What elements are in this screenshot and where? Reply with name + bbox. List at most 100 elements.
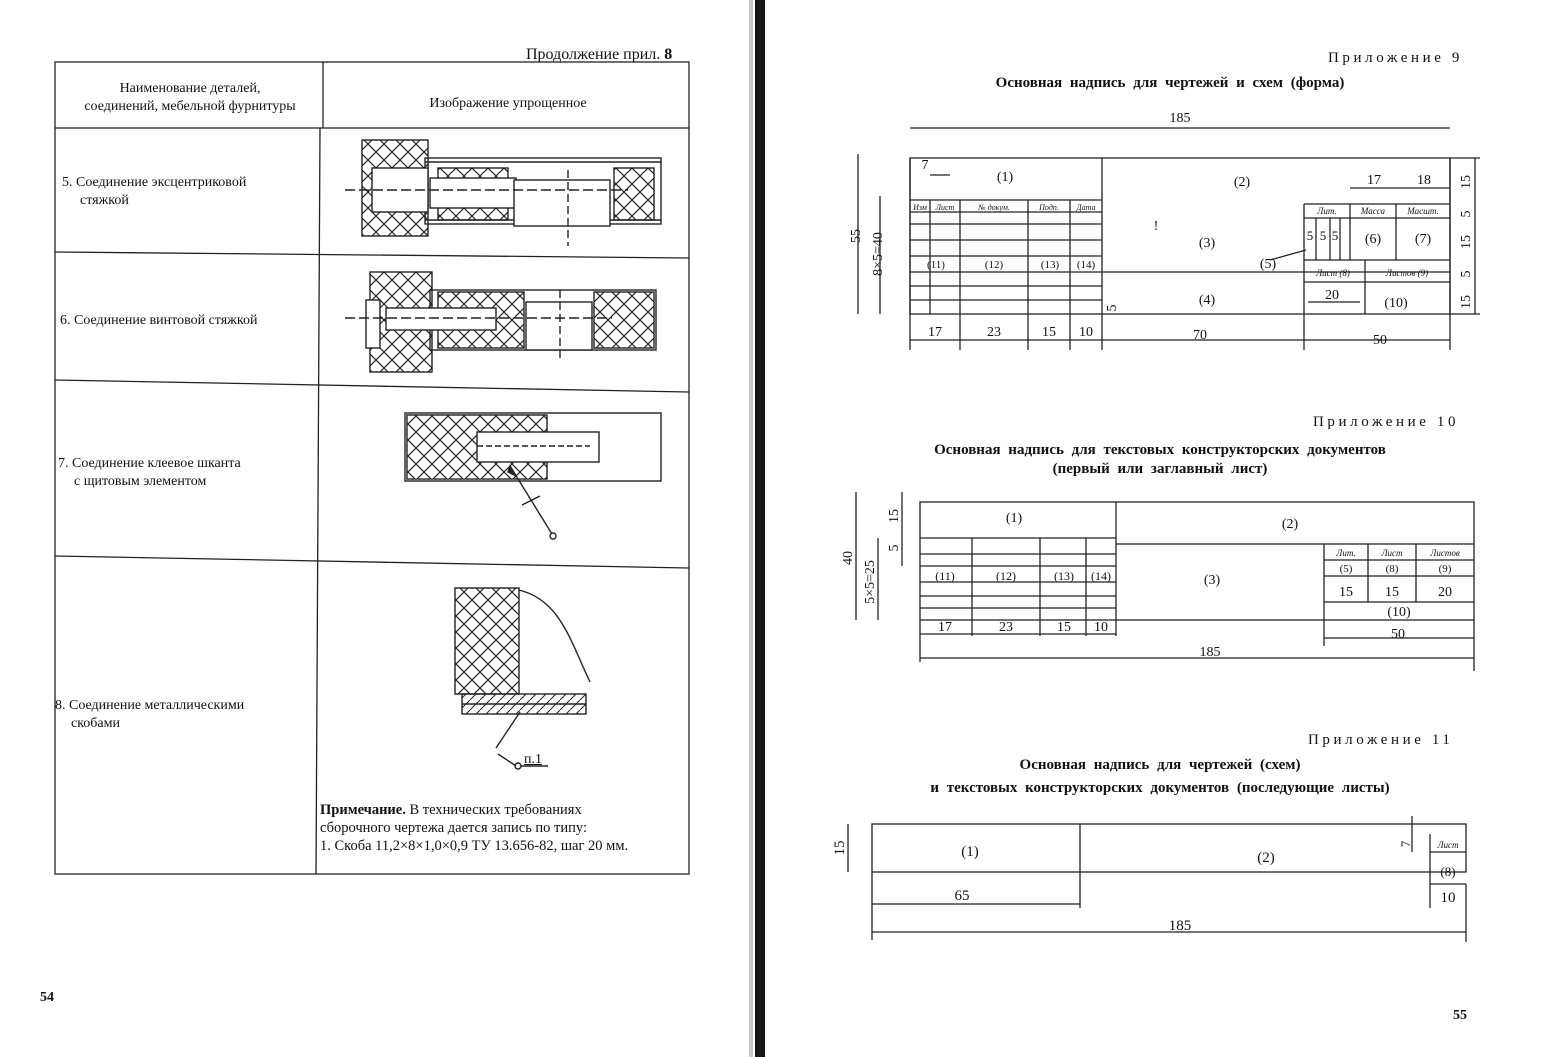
mark-label: п.1 (524, 752, 542, 767)
row-label-5: 5. Соединение эксцентриковой стяжкой (62, 175, 247, 208)
table-header-col2: Изображение упрощенное (429, 96, 587, 111)
svg-text:(13): (13) (1041, 259, 1060, 271)
svg-text:23: 23 (987, 325, 1001, 340)
svg-text:5: 5 (1332, 228, 1339, 243)
svg-text:65: 65 (955, 888, 970, 904)
svg-text:(7): (7) (1415, 232, 1432, 247)
page-number-right: 55 (1453, 1008, 1467, 1023)
svg-text:5×5=25: 5×5=25 (863, 560, 878, 604)
appendix-11-drawing: (1) (2) Лист (8) 10 65 185 15 7 (832, 816, 1467, 942)
svg-text:(14): (14) (1091, 569, 1111, 583)
drawing-eccentric-coupling (345, 139, 662, 246)
appendix-10-caption-1: Основная надпись для текстовых конструкт… (934, 442, 1386, 458)
svg-text:20: 20 (1325, 288, 1339, 303)
appendix-10-title: Приложение 10 (1313, 414, 1460, 430)
svg-text:8×5=40: 8×5=40 (871, 232, 886, 276)
svg-text:15: 15 (1042, 325, 1056, 340)
svg-text:(14): (14) (1077, 259, 1096, 271)
svg-text:7: 7 (1398, 840, 1413, 847)
svg-text:(5): (5) (1340, 563, 1353, 575)
svg-text:(6): (6) (1365, 232, 1382, 247)
page-gutter-shadow (749, 0, 753, 1057)
appendix-11-caption-1: Основная надпись для чертежей (схем) (1019, 757, 1301, 773)
svg-text:10: 10 (1079, 325, 1093, 340)
svg-text:40: 40 (841, 551, 856, 565)
svg-text:(3): (3) (1199, 236, 1216, 251)
appendix-9-title: Приложение 9 (1328, 50, 1463, 66)
left-table-grid (54, 61, 690, 875)
svg-text:15: 15 (1459, 295, 1474, 309)
svg-text:(1): (1) (961, 844, 979, 860)
appendix-9-caption: Основная надпись для чертежей и схем (фо… (995, 75, 1345, 91)
row-label-7: 7. Соединение клеевое шканта с щитовым э… (58, 456, 241, 489)
svg-text:18: 18 (1417, 173, 1431, 188)
svg-text:(4): (4) (1199, 293, 1216, 308)
svg-text:10: 10 (1094, 620, 1108, 635)
note-block: Примечание. В технических требованиях сб… (320, 802, 629, 854)
svg-text:Дата: Дата (1076, 203, 1096, 212)
svg-text:№ докум.: № докум. (977, 203, 1010, 212)
svg-text:Масса: Масса (1360, 206, 1386, 216)
svg-text:(3): (3) (1204, 573, 1221, 588)
svg-text:5: 5 (1105, 305, 1120, 312)
row-label-8: 8. Соединение металлическими скобами (55, 698, 245, 731)
svg-text:(2): (2) (1234, 175, 1251, 190)
svg-text:15: 15 (1385, 585, 1399, 600)
svg-text:50: 50 (1391, 627, 1405, 642)
svg-text:(12): (12) (996, 569, 1016, 583)
svg-text:(2): (2) (1282, 517, 1299, 532)
svg-text:Лист: Лист (935, 203, 955, 212)
svg-text:Листов (9): Листов (9) (1385, 268, 1428, 278)
svg-text:7: 7 (922, 158, 929, 173)
svg-text:15: 15 (832, 841, 848, 856)
svg-text:(1): (1) (997, 170, 1014, 185)
svg-text:17: 17 (1367, 173, 1381, 188)
svg-text:(10): (10) (1384, 296, 1408, 311)
svg-text:5: 5 (1307, 228, 1314, 243)
svg-text:Лист: Лист (1380, 548, 1403, 558)
svg-text:(9): (9) (1439, 563, 1452, 575)
svg-text:17: 17 (938, 620, 952, 635)
svg-text:70: 70 (1193, 328, 1207, 343)
svg-text:23: 23 (999, 620, 1013, 635)
svg-text:(2): (2) (1257, 850, 1275, 866)
svg-text:Лит.: Лит. (1335, 548, 1355, 558)
svg-text:Лит.: Лит. (1316, 206, 1336, 216)
appendix-11-caption-2: и текстовых конструкторских документов (… (930, 780, 1390, 796)
svg-text:Изм: Изм (912, 203, 927, 212)
svg-text:5: 5 (1459, 271, 1474, 278)
svg-text:5: 5 (1320, 228, 1327, 243)
svg-text:Листов: Листов (1429, 548, 1460, 558)
svg-text:(12): (12) (985, 259, 1004, 271)
page-number-left: 54 (40, 990, 54, 1005)
svg-text:20: 20 (1438, 585, 1452, 600)
svg-text:5: 5 (887, 545, 902, 552)
appendix-10-drawing: (1) (2) (3) (11) (12) (13) (14) Лит. Лис… (841, 492, 1475, 671)
svg-text:17: 17 (928, 325, 942, 340)
svg-text:Масшт.: Масшт. (1406, 206, 1439, 216)
svg-text:15: 15 (1459, 175, 1474, 189)
svg-text:5: 5 (1459, 211, 1474, 218)
svg-text:185: 185 (1170, 111, 1191, 126)
svg-text:50: 50 (1373, 333, 1387, 348)
svg-text:(10): (10) (1387, 605, 1411, 620)
svg-text:Лист (8): Лист (8) (1315, 268, 1350, 278)
svg-text:(1): (1) (1006, 511, 1023, 526)
svg-text:(8): (8) (1386, 563, 1399, 575)
svg-text:185: 185 (1200, 645, 1221, 660)
svg-text:15: 15 (1057, 620, 1071, 635)
book-spine (755, 0, 765, 1057)
drawing-screw-coupling (345, 271, 657, 373)
svg-text:15: 15 (1459, 235, 1474, 249)
svg-text:!: ! (1154, 219, 1159, 234)
svg-text:15: 15 (887, 509, 902, 523)
continuation-label: Продолжение прил. 8 (526, 46, 673, 63)
row-label-6: 6. Соединение винтовой стяжкой (60, 313, 258, 328)
appendix-11-title: Приложение 11 (1308, 732, 1454, 748)
svg-text:15: 15 (1339, 585, 1353, 600)
svg-text:(13): (13) (1054, 569, 1074, 583)
svg-text:185: 185 (1169, 918, 1192, 934)
svg-text:(5): (5) (1260, 257, 1277, 272)
svg-text:(8): (8) (1440, 864, 1455, 879)
svg-text:Подп.: Подп. (1038, 203, 1059, 212)
